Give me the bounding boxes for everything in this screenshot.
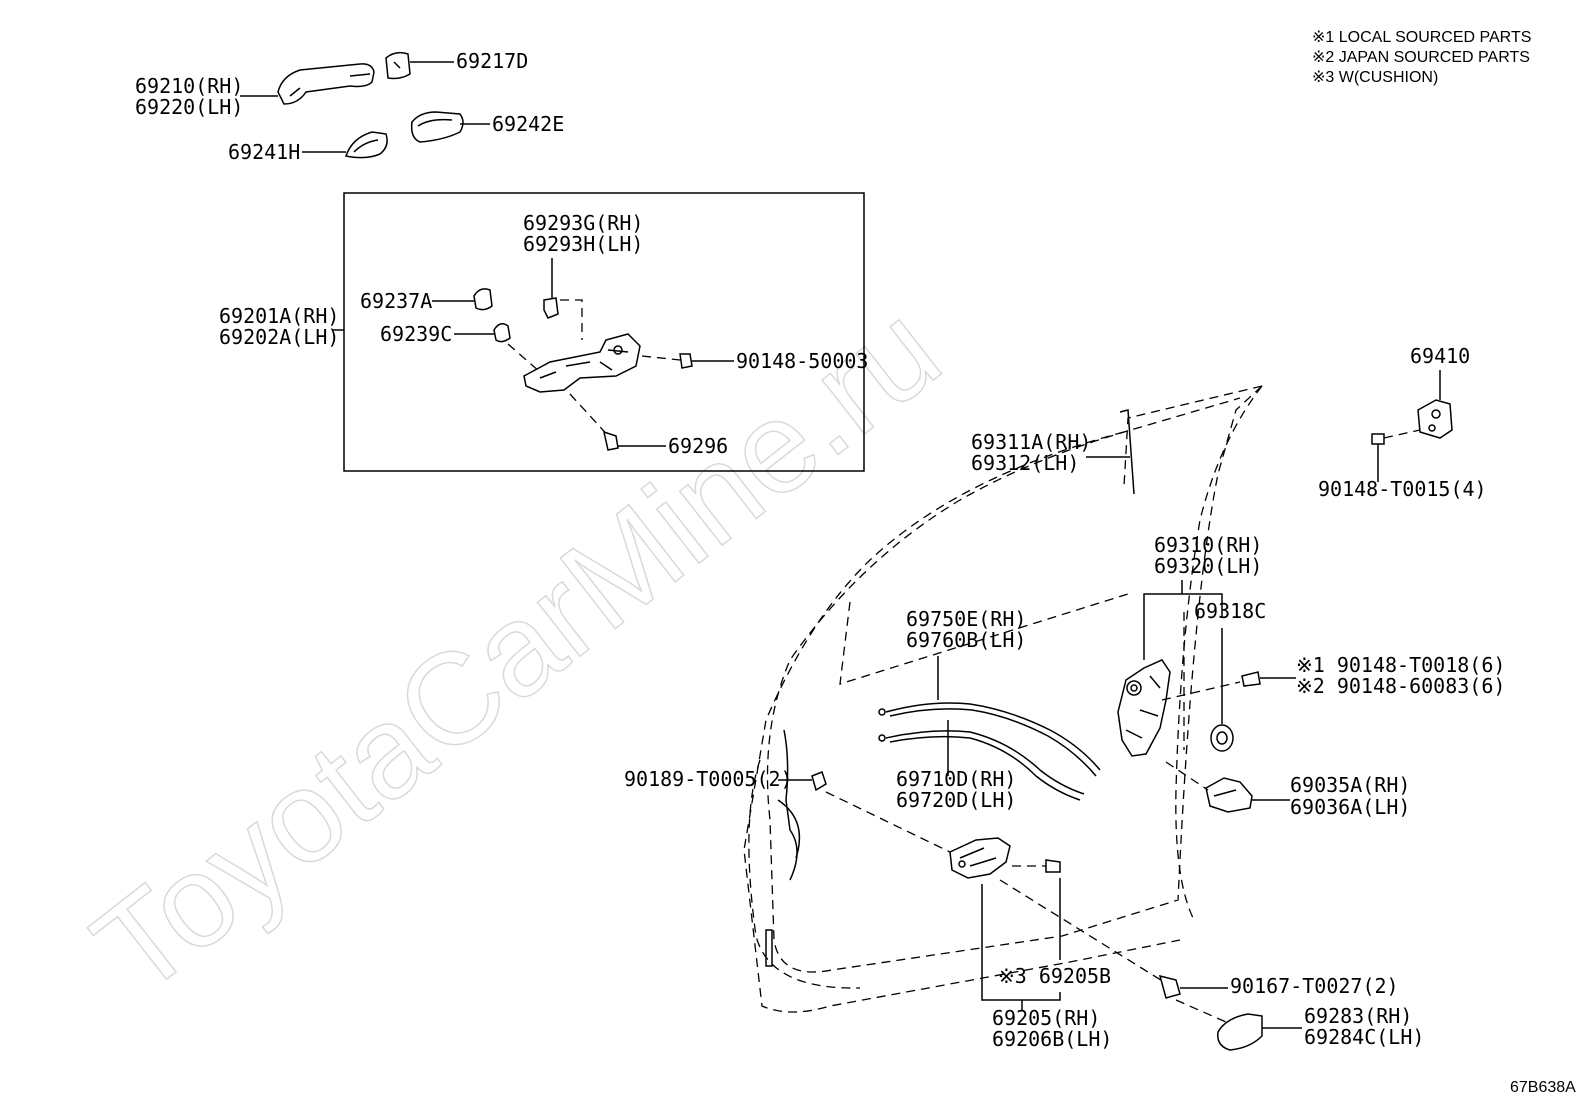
label-69311a-rh: 69311A(RH)	[971, 430, 1091, 454]
door-edge-panel	[765, 729, 801, 967]
lock-rod-part	[1119, 409, 1135, 495]
label-90189-t0005: 90189-T0005(2)	[624, 767, 793, 791]
label-69710d-rh: 69710D(RH)	[896, 767, 1016, 791]
label-69720d-lh: 69720D(LH)	[896, 788, 1016, 812]
inside-handle-part	[949, 837, 1011, 879]
label-90148-t0018: ※1 90148-T0018(6)	[1296, 653, 1505, 677]
handle-cap-part	[385, 51, 411, 80]
lock-bracket-part	[1205, 777, 1253, 813]
label-69217d: 69217D	[456, 49, 528, 73]
screw-69205b-part	[1045, 859, 1061, 873]
label-90167-t0027: 90167-T0027(2)	[1230, 974, 1399, 998]
note-japan-sourced: ※2 JAPAN SOURCED PARTS	[1312, 49, 1530, 66]
lock-cushion-part	[1210, 724, 1234, 752]
label-69760b-lh: 69760B(LH)	[906, 628, 1026, 652]
label-69283-rh: 69283(RH)	[1304, 1004, 1412, 1028]
door-frame-part	[523, 333, 641, 393]
clip-90189-part	[811, 771, 827, 792]
label-69750e-rh: 69750E(RH)	[906, 607, 1026, 631]
label-69210-rh: 69210(RH)	[135, 74, 243, 98]
inside-handle-cover-part	[1217, 1013, 1263, 1051]
handle-pad-rear-part	[345, 131, 388, 159]
label-69205b: ※3 69205B	[998, 964, 1111, 988]
label-69312-lh: 69312(LH)	[971, 451, 1079, 475]
diagram-code: 67B638A	[1510, 1079, 1576, 1096]
frame-clip-part	[543, 297, 559, 319]
label-69036a-lh: 69036A(LH)	[1290, 795, 1410, 819]
frame-assembly-box	[343, 192, 865, 472]
label-69242e: 69242E	[492, 112, 564, 136]
note-cushion: ※3 W(CUSHION)	[1312, 69, 1438, 86]
frame-cover-part	[473, 288, 493, 311]
label-69241h: 69241H	[228, 140, 300, 164]
label-69239c: 69239C	[380, 322, 452, 346]
frame-seal-part	[493, 323, 511, 343]
label-90148-t0015: 90148-T0015(4)	[1318, 477, 1487, 501]
screw-90148-t0015-part	[1371, 433, 1385, 445]
note-local-sourced: ※1 LOCAL SOURCED PARTS	[1312, 29, 1531, 46]
label-69310-rh: 69310(RH)	[1154, 533, 1262, 557]
label-69206b-lh: 69206B(LH)	[992, 1027, 1112, 1051]
watermark: ToyotaCarMine.ru	[67, 275, 965, 1022]
screw-90167-t0027-part	[1158, 974, 1181, 999]
label-69293g-rh: 69293G(RH)	[523, 211, 643, 235]
bolt-90148-50003-part	[679, 353, 693, 369]
label-69293h-lh: 69293H(LH)	[523, 232, 643, 256]
label-69410: 69410	[1410, 344, 1470, 368]
label-90148-60083: ※2 90148-60083(6)	[1296, 674, 1505, 698]
label-69202a-lh: 69202A(LH)	[219, 325, 339, 349]
label-69205-rh: 69205(RH)	[992, 1006, 1100, 1030]
striker-part	[1417, 399, 1453, 439]
label-69284c-lh: 69284C(LH)	[1304, 1025, 1424, 1049]
screw-69296-part	[602, 430, 619, 451]
door-lock-part	[1117, 659, 1171, 757]
outside-handle-part	[277, 63, 375, 105]
label-69201a-rh: 69201A(RH)	[219, 304, 339, 328]
label-69296: 69296	[668, 434, 728, 458]
label-69320-lh: 69320(LH)	[1154, 554, 1262, 578]
label-69035a-rh: 69035A(RH)	[1290, 773, 1410, 797]
label-90148-50003: 90148-50003	[736, 349, 868, 373]
label-69220-lh: 69220(LH)	[135, 95, 243, 119]
label-69237a: 69237A	[360, 289, 432, 313]
lock-cable-upper-part	[878, 702, 1101, 777]
label-69318c: 69318C	[1194, 599, 1266, 623]
lock-cable-lower-part	[878, 730, 1085, 801]
handle-pad-front-part	[410, 111, 464, 143]
screw-90148-t0018-part	[1241, 671, 1261, 687]
